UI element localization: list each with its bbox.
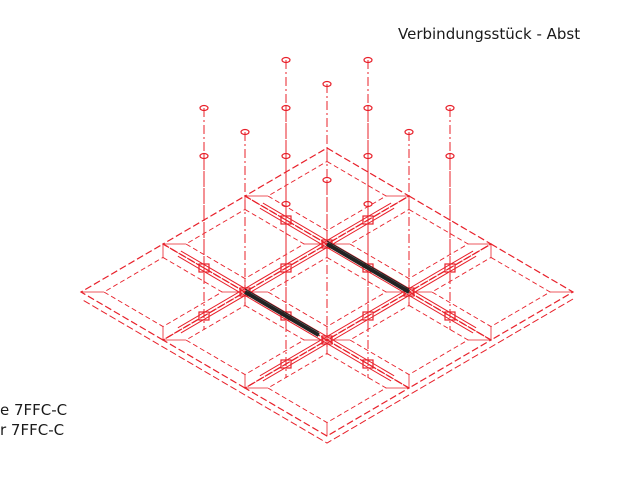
hanger-head [363,152,373,160]
hanger-head [281,104,291,112]
hanger-head [363,104,373,112]
rail-clamp [444,311,456,321]
panel-depth-edge [80,298,574,444]
ceiling-panel [161,195,329,293]
ceiling-panel [325,291,493,389]
rail-line [177,202,392,329]
rail-line [177,255,392,382]
connector-edge [326,240,410,290]
hanger-head [240,128,250,136]
rail-clamp [321,335,333,345]
hanger-head [404,128,414,136]
hanger-head [445,104,455,112]
rail-line [259,207,474,334]
ceiling-panel [161,291,329,389]
ceiling-panel [243,339,411,437]
hanger-head [281,152,291,160]
rail-clamp [362,311,374,321]
connector-piece [243,290,320,337]
ceiling-panel [243,147,411,245]
rail-line [180,207,395,334]
ceiling-panel [243,243,411,341]
rail-clamp [403,287,415,297]
ceiling-panel [79,243,247,341]
rail-clamp [198,311,210,321]
hanger-head [199,152,209,160]
hanger-head [281,200,291,208]
connector-pieces [243,240,411,337]
connector-edge [244,288,320,333]
suspension-hangers [198,56,456,378]
ceiling-panel [325,195,493,293]
hanger-head [363,56,373,64]
left-callout-label-1: e 7FFC-C [0,401,68,419]
hanger-head [199,104,209,112]
hanger-head [281,56,291,64]
rail-clamp [280,359,292,369]
ceiling-panel [407,243,575,341]
connector-piece [325,242,411,294]
rail-clamp [362,359,374,369]
rail-clamp [444,263,456,273]
rail-line [259,250,474,377]
hanger-head [445,152,455,160]
hanger-head [322,176,332,184]
rail-line [262,255,477,382]
hanger-head [322,80,332,88]
left-callout-label-2: r 7FFC-C [0,421,65,439]
top-callout-label: Verbindungsstück - Abst [398,25,581,43]
